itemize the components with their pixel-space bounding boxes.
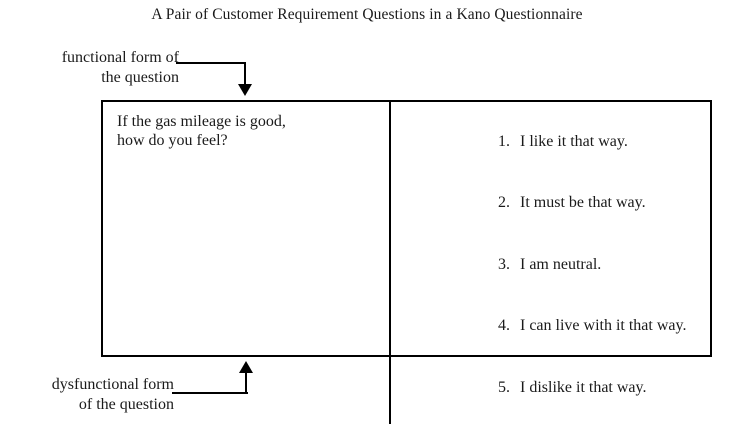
functional-connector-horizontal-line bbox=[176, 62, 246, 64]
answer-option-label: I dislike it that way. bbox=[520, 378, 647, 396]
answer-option-label: I am neutral. bbox=[520, 255, 602, 273]
answer-option[interactable]: 5. I dislike it that way. bbox=[391, 357, 710, 419]
answer-option-number: 4. bbox=[498, 317, 510, 334]
dysfunctional-connector-vertical-line bbox=[245, 372, 247, 393]
answers-cell-dysfunctional: 1.I like it that way. 2.It must be that … bbox=[390, 419, 710, 424]
functional-form-label: functional form of the question bbox=[61, 49, 179, 86]
question-text: If the gas mileage is good, how do you f… bbox=[117, 113, 286, 149]
figure-title: A Pair of Customer Requirement Questions… bbox=[151, 6, 583, 23]
table-row: If the gas mileage is poor, how do you f… bbox=[103, 418, 710, 424]
answer-option-number: 5. bbox=[498, 378, 510, 396]
question-cell-dysfunctional: If the gas mileage is poor, how do you f… bbox=[103, 418, 391, 424]
dysfunctional-form-label: dysfunctional form of the question bbox=[51, 376, 174, 413]
question-text: If the gas mileage is poor, how do you f… bbox=[103, 419, 389, 424]
answer-option[interactable]: 2. It must be that way. bbox=[391, 173, 710, 235]
arrow-up-icon bbox=[239, 361, 253, 373]
answer-option-label: I can live with it that way. bbox=[520, 317, 687, 334]
answer-option-number: 3. bbox=[498, 255, 510, 273]
functional-connector-vertical-line bbox=[244, 62, 246, 86]
table-row: If the gas mileage is good, how do you f… bbox=[103, 102, 710, 419]
answer-option-list: 1.I like it that way. 2.It must be that … bbox=[391, 419, 710, 424]
answer-option[interactable]: 1. I like it that way. bbox=[391, 111, 710, 173]
answer-option-label: It must be that way. bbox=[520, 194, 646, 211]
kano-questionnaire-table: If the gas mileage is good, how do you f… bbox=[101, 100, 712, 424]
answers-cell-functional: 1. I like it that way. 2. It must be that … bbox=[390, 102, 710, 419]
dysfunctional-connector-horizontal-line bbox=[172, 392, 248, 394]
answer-option-list: 1. I like it that way. 2. It must be that … bbox=[391, 102, 710, 419]
answer-option-label: I like it that way. bbox=[520, 132, 628, 150]
answer-option-number: 1. bbox=[498, 132, 510, 150]
answer-option-number: 2. bbox=[498, 194, 510, 211]
answer-option[interactable]: 3. I am neutral. bbox=[391, 234, 710, 296]
answer-option[interactable]: 4. I can live with it that way. bbox=[391, 296, 710, 358]
arrow-down-icon bbox=[238, 84, 252, 96]
